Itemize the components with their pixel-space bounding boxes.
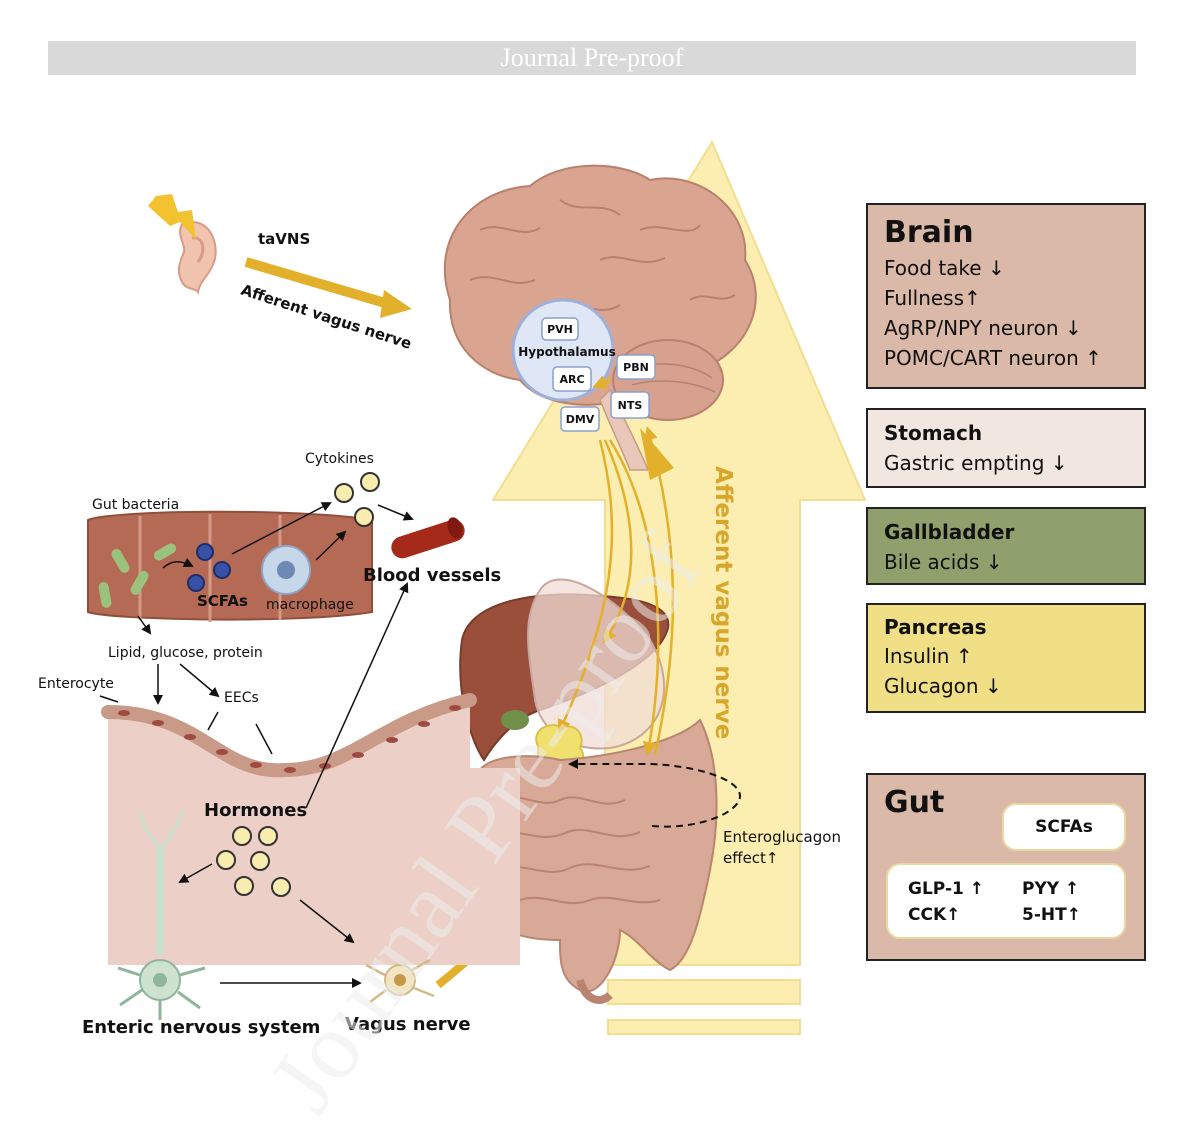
eecs-label: EECs (224, 690, 259, 706)
enterocyte-label: Enterocyte (38, 676, 114, 692)
enteric-neuron-icon (117, 811, 206, 1020)
gut-lumen (87, 510, 373, 622)
gut-panel-title: Gut (884, 785, 945, 820)
pancreas-panel: Pancreas Insulin ↑ Glucagon ↓ (866, 603, 1146, 713)
scfa-dot-1 (196, 543, 214, 561)
blood-vessel-icon (391, 517, 465, 559)
pancreas-panel-line: Insulin ↑ (884, 644, 973, 668)
hormones-label: Hormones (204, 800, 307, 821)
gut-hormones-pill: GLP-1 ↑ PYY ↑ CCK↑ 5-HT↑ (886, 863, 1126, 939)
cytokine-cluster (334, 472, 380, 527)
brain-panel-line: Fullness↑ (884, 286, 981, 310)
hormone-cluster (216, 826, 291, 897)
scfas-label: SCFAs (197, 592, 248, 610)
cytokines-label: Cytokines (305, 451, 374, 467)
tavns-label: taVNS (258, 230, 310, 248)
vagus-neuron-icon (365, 958, 435, 1003)
arc-label: ARC (559, 373, 584, 386)
stomach-panel-title: Stomach (884, 421, 983, 445)
enteroglucagon-loop (568, 759, 742, 828)
ear-icon (177, 221, 217, 296)
blood-vessels-label: Blood vessels (363, 565, 501, 586)
stomach-illustration (527, 578, 666, 750)
brain-panel-title: Brain (884, 215, 974, 250)
gut-scfas-label: SCFAs (1035, 817, 1093, 837)
pancreas-panel-title: Pancreas (884, 615, 987, 639)
enteroglucagon-effect-label: effect↑ (723, 849, 779, 867)
brain-panel: Brain Food take ↓ Fullness↑ AgRP/NPY neu… (866, 203, 1146, 389)
big-afferent-arrow (491, 139, 867, 1035)
hypothalamus-label: Hypothalamus (518, 345, 615, 359)
gut-cck-label: CCK↑ (908, 905, 961, 925)
journal-banner: Journal Pre-proof (48, 41, 1136, 75)
pvh-label: PVH (547, 323, 573, 336)
nts-label: NTS (618, 399, 643, 412)
macrophage-label: macrophage (266, 597, 354, 613)
stomach-panel-line: Gastric empting ↓ (884, 451, 1068, 475)
stomach-panel: Stomach Gastric empting ↓ (866, 408, 1146, 488)
afferent-ear-label: Afferent vagus nerve (239, 281, 414, 353)
gallbladder-panel: Gallbladder Bile acids ↓ (866, 507, 1146, 585)
lightning-icon (148, 194, 196, 240)
gut-panel: Gut SCFAs GLP-1 ↑ PYY ↑ CCK↑ 5-HT↑ (866, 773, 1146, 961)
dmv-box (560, 406, 600, 432)
enterocyte-row (118, 705, 461, 773)
brain-panel-line: POMC/CART neuron ↑ (884, 346, 1102, 370)
enteric-label: Enteric nervous system (82, 1017, 320, 1038)
nts-box (610, 391, 650, 419)
gut-glp1-label: GLP-1 ↑ (908, 879, 984, 899)
brainstem-arrow (592, 375, 611, 389)
enteroglucagon-label: Enteroglucagon (723, 828, 841, 846)
gut-bacteria-label: Gut bacteria (92, 497, 179, 513)
gallbladder-panel-title: Gallbladder (884, 520, 1015, 544)
pvh-box (541, 317, 579, 341)
pbn-box (616, 354, 656, 380)
arc-box (552, 366, 592, 392)
pbn-label: PBN (623, 361, 649, 374)
afferent-big-label: Afferent vagus nerve (710, 466, 736, 739)
gut-scfas-pill: SCFAs (1002, 803, 1126, 851)
black-arrows (99, 502, 414, 988)
brain-panel-line: Food take ↓ (884, 256, 1005, 280)
tavns-arrow (244, 257, 412, 318)
scfa-dot-2 (213, 561, 231, 579)
gallbladder-panel-line: Bile acids ↓ (884, 550, 1003, 574)
dmv-label: DMV (566, 413, 595, 426)
afferent-up-arrowhead (640, 428, 674, 480)
vagus-label: Vagus nerve (345, 1014, 471, 1035)
gut-5ht-label: 5-HT↑ (1022, 905, 1081, 925)
gut-pyy-label: PYY ↑ (1022, 879, 1080, 899)
pancreas-panel-line: Glucagon ↓ (884, 674, 1002, 698)
scfa-dot-3 (187, 574, 205, 592)
brain-panel-line: AgRP/NPY neuron ↓ (884, 316, 1082, 340)
nutrients-label: Lipid, glucose, protein (108, 645, 263, 661)
